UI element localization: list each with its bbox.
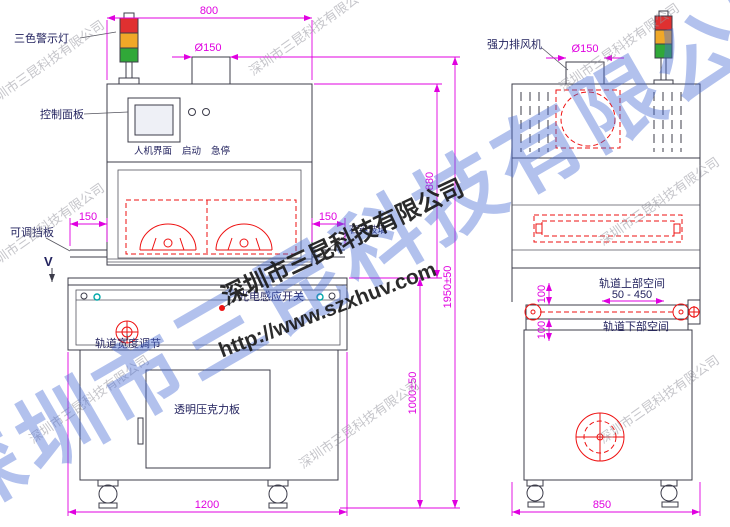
- exhaust-fan-label: 强力排风机: [487, 37, 542, 51]
- control-panel-bezel: [127, 97, 181, 143]
- dim-1950: 1950±50: [442, 266, 454, 309]
- side-exhaust-duct: [565, 61, 605, 85]
- vent-slots-left: [520, 92, 549, 152]
- hmi-screen: [134, 104, 174, 136]
- side-dimensions: Ø150 100 100 850: [511, 43, 701, 516]
- start-label: 启动: [182, 145, 201, 157]
- photo-sensor-dot: [219, 305, 225, 311]
- estop-button: [202, 108, 210, 116]
- width-adjust-wheel: [115, 320, 139, 344]
- side-warning-light: [653, 10, 674, 85]
- dim-1000: 1000±50: [407, 372, 419, 415]
- track-width-label: 轨道宽度调节: [95, 336, 161, 350]
- front-oven-section: [106, 161, 313, 266]
- front-base-cabinet: [79, 349, 339, 481]
- estop-label: 急停: [211, 145, 231, 157]
- guide-roller-left: [93, 293, 101, 301]
- lamp-side-outline: [533, 214, 683, 243]
- dim-duct-front: Ø150: [195, 42, 222, 54]
- front-casters: [97, 479, 289, 509]
- hmi-label: 人机界面: [134, 145, 172, 157]
- side-oven-section: [511, 157, 701, 269]
- front-annotations: 三色警示灯 控制面板 人机界面 启动 急停 可调挡板 石英玻璃 光电感应开关 轨…: [10, 31, 387, 416]
- dim-800: 800: [200, 5, 218, 17]
- side-view: 强力排风机 轨道上部空间 50 - 450 轨道下部空间 Ø150 100 10…: [487, 10, 701, 516]
- front-warning-light: [118, 12, 140, 85]
- dim-1200: 1200: [195, 499, 219, 511]
- track-lower-label: 轨道下部空间: [603, 319, 669, 333]
- baffle-label: 可调挡板: [10, 225, 54, 239]
- side-base-cabinet: [523, 319, 693, 481]
- acrylic-label: 透明压克力板: [174, 402, 240, 416]
- lamp-area-outline: [125, 199, 297, 255]
- exhaust-fan-outline: [555, 89, 621, 149]
- control-panel-label: 控制面板: [40, 107, 84, 121]
- side-adjust-knob: [688, 306, 700, 318]
- guide-roller-right: [316, 293, 324, 301]
- quartz-label: 石英玻璃: [349, 224, 387, 236]
- dim-880: 880: [424, 172, 436, 190]
- dim-duct-side: Ø150: [572, 43, 599, 55]
- front-exhaust-duct: [191, 56, 231, 85]
- side-casters: [526, 479, 679, 508]
- uv-lamp-right: [215, 223, 273, 251]
- exhaust-fan-circle: [560, 91, 616, 147]
- front-view: V 三色警示灯 控制面板 人机界面 启动 急停 可调挡板 石英玻璃 光电感应开关…: [10, 5, 460, 516]
- side-conveyor: [511, 268, 701, 325]
- dim-150-left: 150: [79, 211, 97, 223]
- view-direction-mark: V: [44, 254, 55, 282]
- side-head-box: [511, 83, 701, 159]
- track-upper-label: 轨道上部空间: [599, 276, 665, 290]
- front-conveyor: [67, 277, 348, 351]
- side-annotations: 强力排风机 轨道上部空间 50 - 450 轨道下部空间: [487, 37, 669, 333]
- dim-850: 850: [593, 499, 611, 511]
- view-mark-label: V: [44, 254, 53, 269]
- acrylic-door: [145, 369, 271, 469]
- front-head-box: [106, 83, 313, 163]
- uv-lamp-left: [139, 223, 197, 251]
- warning-light-label: 三色警示灯: [14, 31, 69, 45]
- track-upper-range: 50 - 450: [612, 289, 652, 301]
- start-button: [188, 108, 196, 116]
- cooling-fan: [575, 412, 625, 462]
- vent-slots-right: [653, 92, 682, 152]
- dim-100-upper: 100: [536, 285, 548, 303]
- front-dimensions: 800 Ø150 150 150 880 1950±50 1000±50: [67, 5, 460, 516]
- photo-sensor-label: 光电感应开关: [238, 289, 304, 303]
- dim-100-lower: 100: [536, 321, 548, 339]
- dim-150-right: 150: [319, 211, 337, 223]
- door-handle: [137, 417, 144, 445]
